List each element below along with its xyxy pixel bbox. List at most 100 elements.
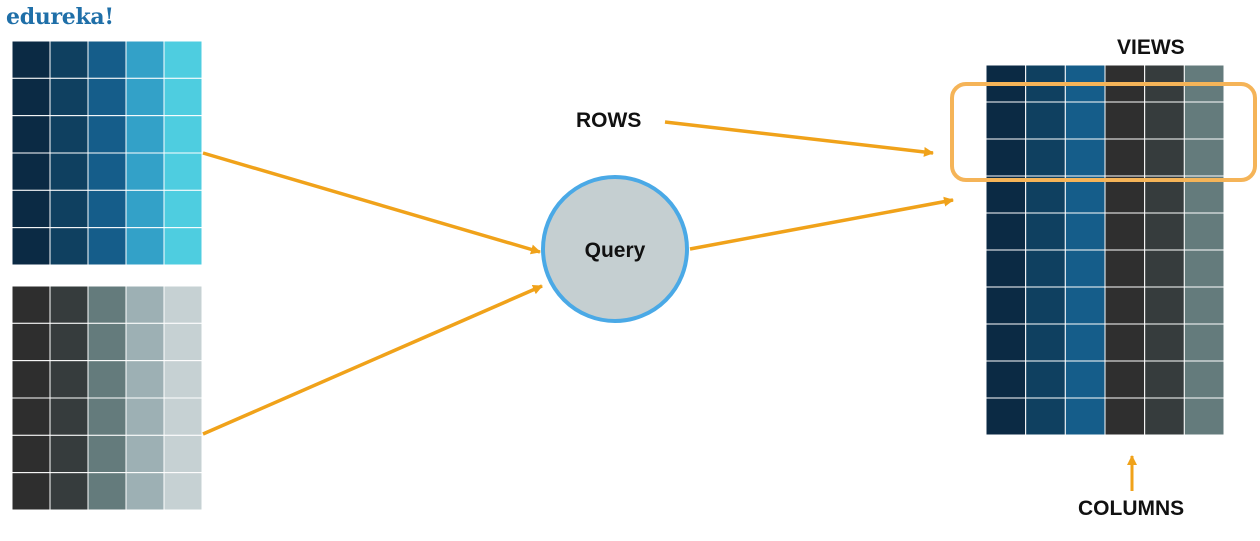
gray-table-cell [11,397,51,436]
arrow-gray-to-query [202,284,543,436]
gray-table-cell [11,360,51,399]
gray-table-cell [11,434,51,474]
blue-table-cell [49,115,89,154]
query-label: Query [585,239,646,262]
gray-table-cell [163,397,203,436]
blue-table-cell [11,189,51,229]
gray-table-cell [125,472,165,511]
gray-table-cell [163,472,203,511]
view-table-cell [1104,101,1146,140]
view-table-cell [985,249,1027,288]
blue-table-cell [125,40,165,79]
arrow-blue-to-query [202,151,541,255]
blue-table-cell [125,152,165,191]
view-table-cell [1025,286,1066,325]
view-table-cell [1064,323,1106,362]
rows-label: ROWS [576,109,642,132]
gray-table-cell [87,434,127,474]
view-table-cell [1144,360,1185,399]
blue-table-cell [11,40,51,79]
blue-table-cell [163,189,203,229]
view-table-cell [985,101,1027,140]
view-table-cell [985,286,1027,325]
rows-highlight-box [950,82,1257,182]
blue-table-cell [49,77,89,117]
blue-table-cell [163,40,203,79]
view-table-cell [985,212,1027,251]
blue-table-cell [125,189,165,229]
view-table-cell [1064,138,1106,177]
view-table-cell [1104,138,1146,177]
view-table-cell [1064,212,1106,251]
arrow-rows-to-highlight [664,120,934,157]
gray-table-cell [125,285,165,324]
blue-table-cell [11,77,51,117]
view-table-cell [1025,323,1066,362]
blue-table-cell [87,189,127,229]
view-table-cell [1183,286,1225,325]
view-table-cell [1183,323,1225,362]
view-table-cell [1025,212,1066,251]
blue-table-cell [163,77,203,117]
view-table-cell [1144,212,1185,251]
view-table-cell [1025,138,1066,177]
gray-table-cell [49,285,89,324]
gray-table-cell [163,360,203,399]
view-table-cell [1025,101,1066,140]
view-table-cell [1104,175,1146,214]
view-table-cell [1025,175,1066,214]
view-table-cell [1144,323,1185,362]
gray-table-cell [125,397,165,436]
view-table-cell [1025,249,1066,288]
gray-table-cell [49,397,89,436]
query-node [541,175,689,323]
blue-table-cell [163,227,203,266]
view-table-cell [1025,360,1066,399]
view-table-cell [1025,397,1066,436]
view-table-cell [1144,101,1185,140]
view-table-cell [985,323,1027,362]
gray-table-cell [87,360,127,399]
blue-table-cell [163,152,203,191]
gray-table-cell [49,434,89,474]
view-table-cell [1064,397,1106,436]
blue-table-cell [11,227,51,266]
gray-table-cell [125,360,165,399]
blue-table-cell [49,152,89,191]
view-table-cell [1183,212,1225,251]
view-table-cell [1183,101,1225,140]
gray-table-cell [87,397,127,436]
view-table-cell [1064,175,1106,214]
view-table-cell [1144,397,1185,436]
blue-table-cell [87,40,127,79]
gray-table-cell [49,472,89,511]
view-table-cell [1104,360,1146,399]
gray-table-cell [125,322,165,362]
edureka-logo: edureka! [6,4,114,30]
gray-table-cell [163,285,203,324]
columns-label: COLUMNS [1078,497,1185,520]
gray-table-cell [11,472,51,511]
gray-table-cell [11,322,51,362]
view-table-cell [1064,286,1106,325]
arrow-query-to-view [689,196,954,251]
view-table-cell [1104,212,1146,251]
view-table-cell [985,138,1027,177]
gray-table-cell [163,434,203,474]
view-table-cell [1183,249,1225,288]
gray-table-cell [49,322,89,362]
blue-table-cell [11,115,51,154]
view-table [985,64,1225,436]
gray-table-cell [87,322,127,362]
gray-table-cell [125,434,165,474]
source-table-blue [11,40,203,266]
gray-table-cell [49,360,89,399]
gray-table-cell [11,285,51,324]
blue-table-cell [87,227,127,266]
blue-table-cell [125,227,165,266]
view-table-cell [1104,286,1146,325]
source-table-gray [11,285,203,511]
view-table-cell [1144,138,1185,177]
view-table-cell [1183,175,1225,214]
blue-table-cell [87,77,127,117]
